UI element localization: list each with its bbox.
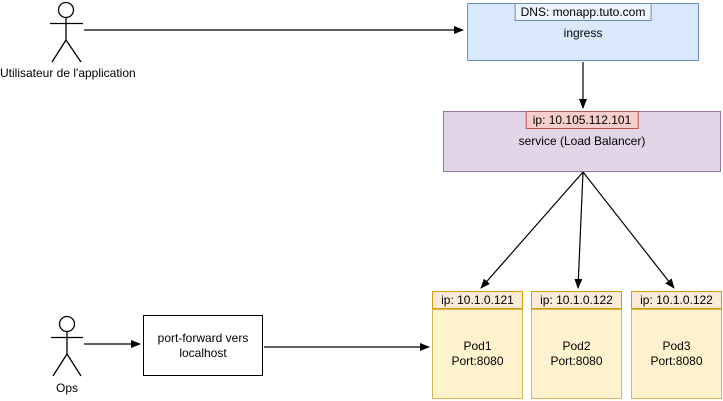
pod1-ip-badge: ip: 10.1.0.121 [432,291,523,309]
port-forward-node: port-forward vers localhost [143,315,263,376]
port-forward-label-line1: port-forward vers [157,330,249,345]
arrow-service-to-pod3 [582,171,675,289]
pod1-name: Pod1 [463,339,492,353]
service-node: ip: 10.105.112.101 service (Load Balance… [443,111,721,172]
ingress-node: DNS: monapp.tuto.com ingress [467,3,699,61]
pod2-node: ip: 10.1.0.122 Pod2 Port:8080 [531,291,622,399]
pod3-port: Port:8080 [650,354,703,368]
ingress-title: ingress [563,26,603,40]
ops-actor-icon [51,315,83,377]
pod1-node: ip: 10.1.0.121 Pod1 Port:8080 [432,291,523,399]
dns-badge: DNS: monapp.tuto.com [514,3,652,21]
user-actor-icon [50,1,83,63]
pod1-body: Pod1 Port:8080 [432,309,523,399]
service-title: service (Load Balancer) [518,134,646,148]
pod3-body: Pod3 Port:8080 [631,309,722,399]
pod2-name: Pod2 [562,339,591,353]
pod3-ip-badge: ip: 10.1.0.122 [631,291,722,309]
pod3-node: ip: 10.1.0.122 Pod3 Port:8080 [631,291,722,399]
arrow-service-to-pod1 [480,171,584,289]
pod3-name: Pod3 [662,339,691,353]
user-actor-label: Utilisateur de l'application [0,66,136,80]
pod2-body: Pod2 Port:8080 [531,309,622,399]
ops-actor-label: Ops [55,381,78,395]
arrow-service-to-pod2 [574,171,584,289]
pod1-port: Port:8080 [451,354,504,368]
port-forward-label-line2: localhost [179,345,227,360]
pod2-ip-badge: ip: 10.1.0.122 [531,291,622,309]
service-ip-badge: ip: 10.105.112.101 [525,111,639,129]
pod2-port: Port:8080 [550,354,603,368]
